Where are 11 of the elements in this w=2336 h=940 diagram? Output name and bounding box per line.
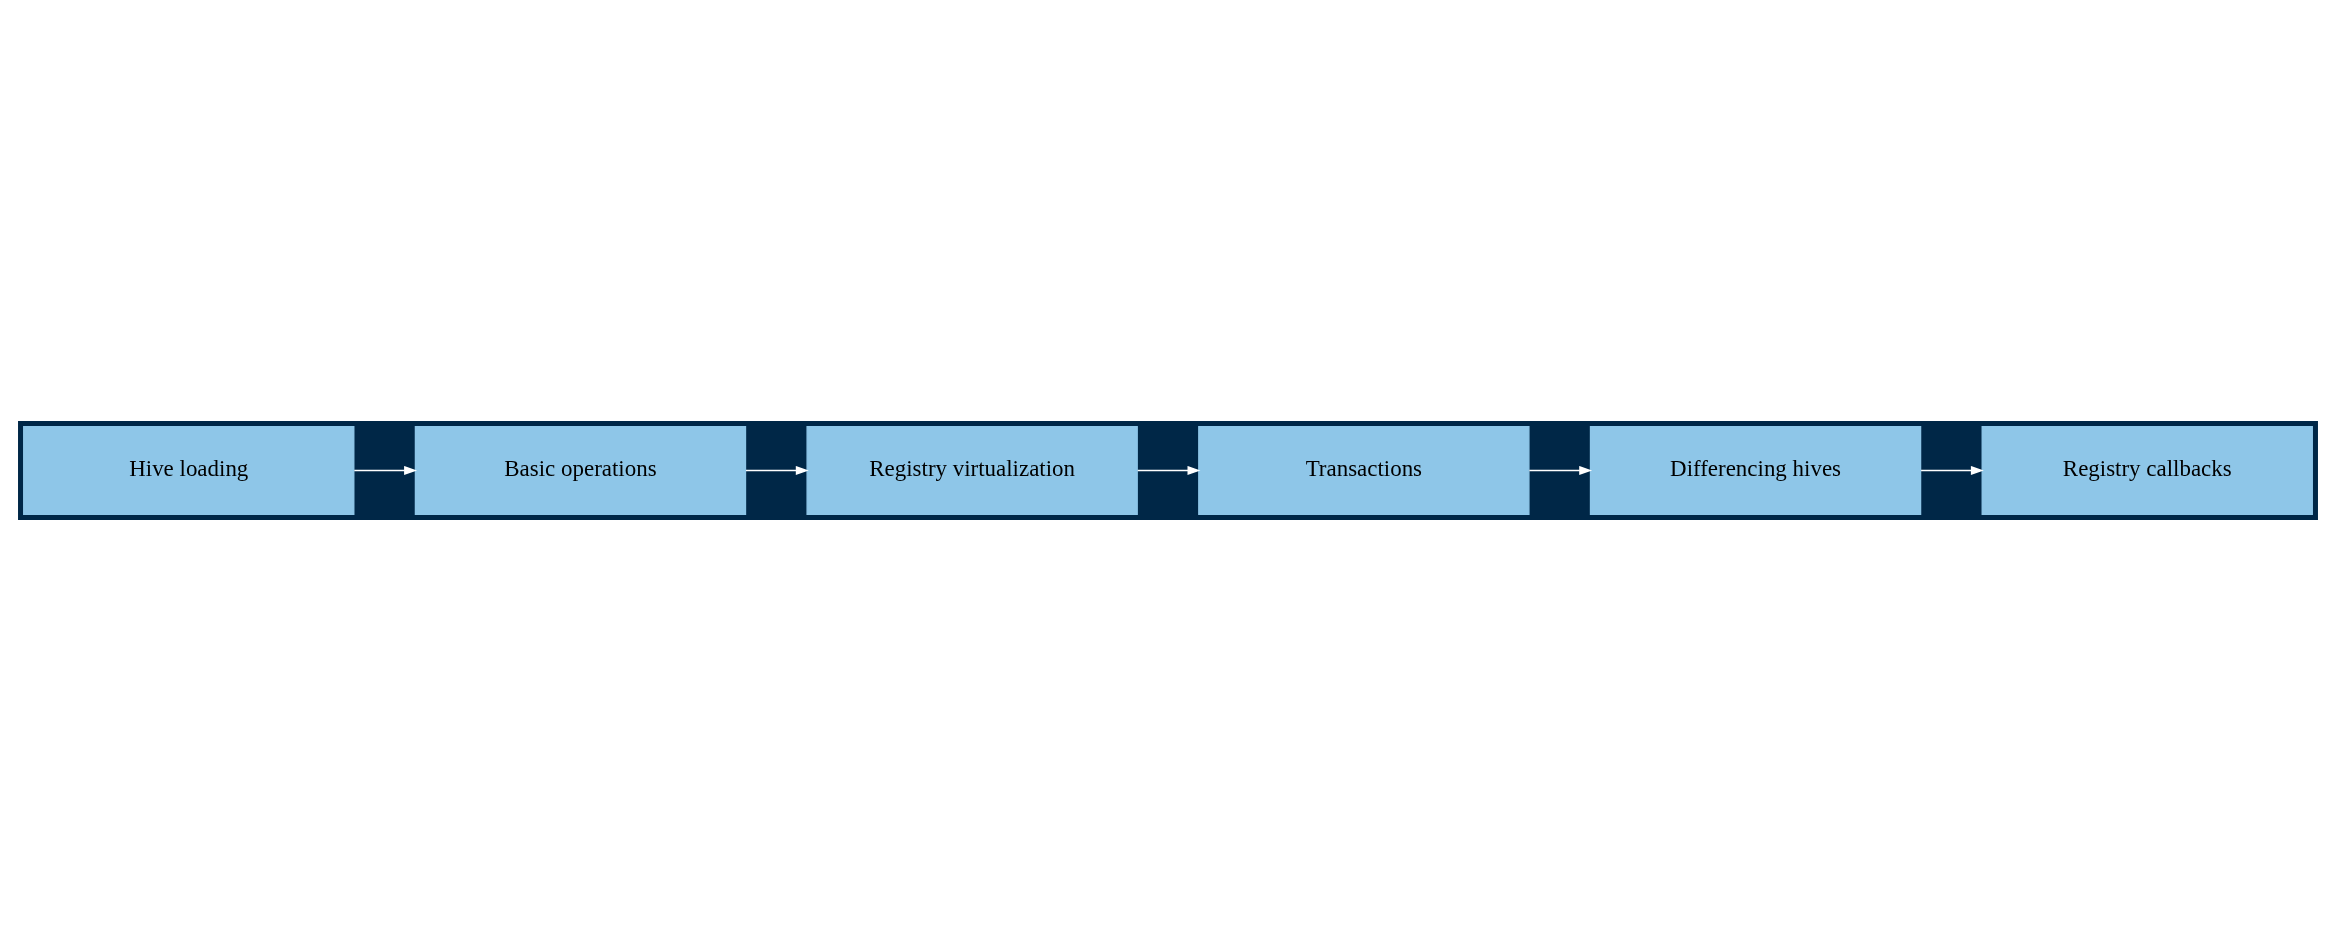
arrow <box>1137 465 1201 475</box>
node-box: Transactions <box>1198 425 1530 515</box>
node-box: Hive loading <box>23 425 355 515</box>
arrow <box>1528 465 1593 475</box>
arrow <box>353 465 418 475</box>
arrow <box>745 465 809 475</box>
arrow <box>1920 465 1984 475</box>
node-box: Differencing hives <box>1589 425 1922 515</box>
node-box: Registry callbacks <box>1981 425 2313 515</box>
node-box: Basic operations <box>414 425 747 515</box>
node-box: Registry virtualization <box>806 425 1138 515</box>
